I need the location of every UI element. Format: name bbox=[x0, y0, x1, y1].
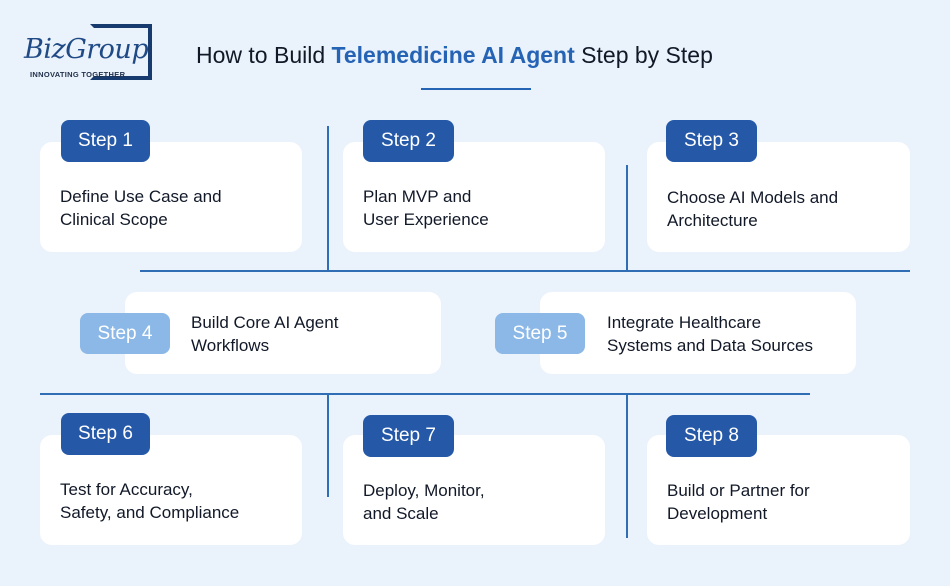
connector-horizontal-top bbox=[140, 270, 910, 272]
title-underline bbox=[421, 88, 531, 90]
step-badge-8: Step 8 bbox=[666, 415, 757, 457]
logo-wordmark: BizGroup bbox=[24, 34, 149, 65]
step-badge-2: Step 2 bbox=[363, 120, 454, 162]
logo-tagline: INNOVATING TOGETHER bbox=[30, 70, 126, 79]
title-prefix: How to Build bbox=[196, 42, 332, 68]
step-text-7: Deploy, Monitor,and Scale bbox=[363, 481, 485, 523]
connector-vertical-1 bbox=[327, 126, 329, 272]
title-suffix: Step by Step bbox=[574, 42, 713, 68]
step-badge-3: Step 3 bbox=[666, 120, 757, 162]
step-badge-4: Step 4 bbox=[80, 313, 170, 354]
step-card-5 bbox=[540, 292, 856, 374]
connector-horizontal-bottom bbox=[40, 393, 810, 395]
title-highlight: Telemedicine AI Agent bbox=[331, 42, 575, 68]
connector-vertical-2 bbox=[626, 165, 628, 272]
step-card-4 bbox=[125, 292, 441, 374]
connector-vertical-4 bbox=[626, 393, 628, 538]
step-badge-7: Step 7 bbox=[363, 415, 454, 457]
page-title: How to Build Telemedicine AI Agent Step … bbox=[196, 42, 713, 69]
step-text-6: Test for Accuracy,Safety, and Compliance bbox=[60, 480, 240, 522]
connector-vertical-3 bbox=[327, 393, 329, 497]
logo-frame bbox=[90, 24, 152, 80]
step-badge-1: Step 1 bbox=[61, 120, 150, 162]
step-badge-5: Step 5 bbox=[495, 313, 585, 354]
step-badge-6: Step 6 bbox=[61, 413, 150, 455]
